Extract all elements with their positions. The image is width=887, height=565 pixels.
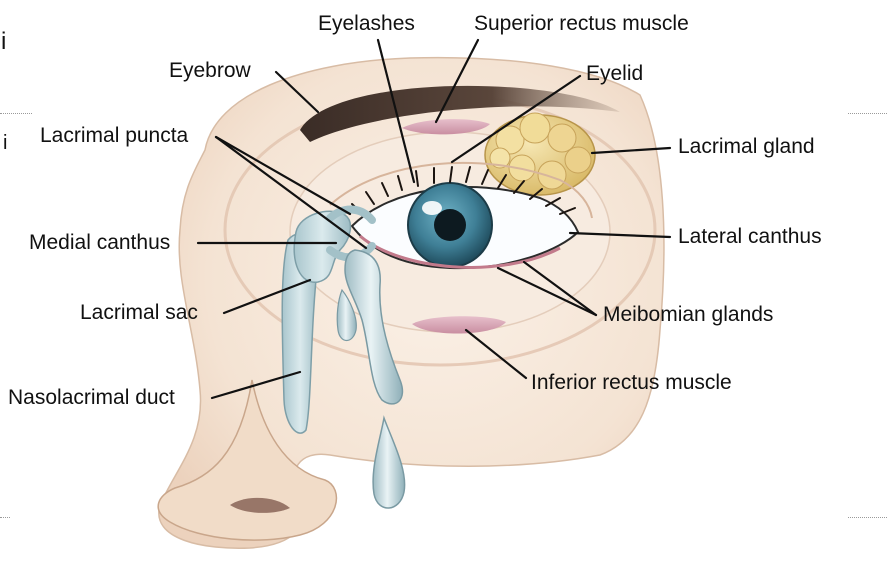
lacrimal-sac-shape	[293, 210, 352, 283]
pupil	[434, 209, 466, 241]
leader-lacrimal-gland	[590, 146, 672, 155]
lacrimal-gland-shape	[484, 112, 596, 196]
tear-drop-small	[336, 288, 357, 342]
label-lacrimal-puncta: Lacrimal puncta	[40, 124, 189, 147]
leader-lateral-canthus	[568, 231, 672, 239]
leader-superior-rectus	[434, 38, 480, 124]
label-lacrimal-gland: Lacrimal gland	[678, 135, 815, 158]
edge-glyph-middle: i	[3, 132, 8, 154]
dotted-rule-right-top	[848, 113, 887, 114]
label-nasolacrimal-duct: Nasolacrimal duct	[8, 386, 175, 409]
leader-lines	[196, 38, 672, 400]
nostril	[230, 497, 290, 513]
upper-lid	[329, 161, 593, 219]
edge-glyph-top: i	[1, 28, 7, 55]
canaliculus-upper	[326, 205, 376, 224]
label-eyelashes: Eyelashes	[318, 12, 415, 35]
leader-nasolacrimal-duct	[210, 370, 302, 400]
leader-eyelashes	[376, 38, 416, 184]
dotted-rule-left-bottom	[0, 517, 10, 518]
superior-rectus-shape	[402, 119, 490, 135]
inferior-rectus-shape	[412, 316, 506, 334]
tear-stream	[344, 249, 404, 405]
label-eyebrow: Eyebrow	[169, 59, 251, 82]
leader-eyebrow	[274, 70, 320, 114]
lower-lid	[359, 234, 561, 269]
label-lacrimal-sac: Lacrimal sac	[80, 301, 198, 324]
label-inferior-rectus-muscle: Inferior rectus muscle	[531, 371, 732, 394]
label-superior-rectus-muscle: Superior rectus muscle	[474, 12, 689, 35]
dotted-rule-left-top	[0, 113, 32, 114]
leader-meibomian-b	[522, 260, 598, 317]
leader-lacrimal-sac	[222, 278, 312, 315]
eyebrow-shape	[300, 85, 620, 142]
leader-meibomian-a	[496, 266, 598, 317]
label-eyelid: Eyelid	[586, 62, 644, 85]
label-medial-canthus: Medial canthus	[29, 231, 171, 254]
label-lateral-canthus: Lateral canthus	[678, 225, 822, 248]
leader-inferior-rectus	[464, 328, 528, 380]
eye-highlight	[422, 201, 442, 215]
dotted-rule-right-bottom	[848, 517, 887, 518]
leader-eyelid	[450, 74, 582, 164]
nose	[157, 379, 338, 541]
label-meibomian-glands: Meibomian glands	[603, 303, 774, 326]
leader-puncta-a	[214, 135, 352, 216]
tear-drop-falling	[372, 415, 406, 509]
leader-puncta-b	[214, 135, 368, 250]
